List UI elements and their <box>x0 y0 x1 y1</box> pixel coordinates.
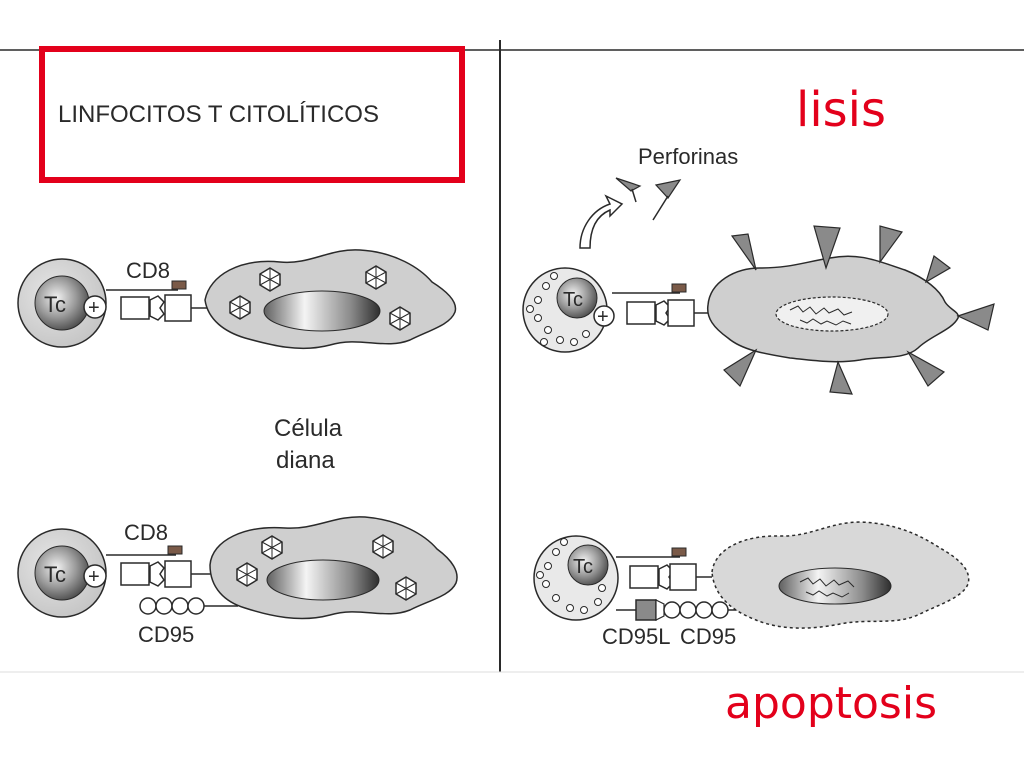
virus-icon <box>229 295 251 320</box>
chromatin-fragments <box>789 305 853 326</box>
virus-icon <box>389 306 411 331</box>
right-top-panel: Perforinas Tc + <box>522 144 995 395</box>
plus-sign: + <box>88 566 100 588</box>
cd95-chain <box>663 601 729 619</box>
cd95-chain <box>139 597 205 615</box>
perforin-icon <box>879 225 904 264</box>
cd95l-cap <box>655 599 665 621</box>
cd95l-ligand <box>635 599 657 621</box>
cd95-label: CD95 <box>138 622 194 647</box>
target-cell-label-line1: Célula <box>274 415 343 442</box>
mhc-box <box>669 563 697 591</box>
granules <box>526 272 590 346</box>
plus-sign-icon <box>593 305 615 327</box>
target-nucleus-top <box>263 290 381 332</box>
perforin-icon <box>813 225 841 270</box>
cd8-receptor <box>671 283 687 293</box>
virus-icon <box>259 267 281 292</box>
lisis-label: lisis <box>796 82 886 138</box>
perforin-icon <box>924 255 952 284</box>
mhc-box <box>164 294 192 322</box>
membrane-pores <box>723 225 995 395</box>
perforinas-label: Perforinas <box>638 144 738 169</box>
left-top-panel: Tc + CD8 <box>17 249 457 350</box>
virus-icon <box>261 535 283 560</box>
target-nucleus-bottom <box>266 559 380 601</box>
perforin-icon <box>723 348 758 388</box>
virus-icon <box>365 265 387 290</box>
cd8-label: CD8 <box>126 258 170 283</box>
plus-sign: + <box>597 306 609 328</box>
tc-nucleus <box>567 544 609 586</box>
right-bottom-panel: Tc + CD95L CD95 <box>533 521 970 649</box>
left-bottom-panel: Tc + CD8 CD95 <box>17 516 458 647</box>
virus-icon <box>236 562 258 587</box>
perforin-icon <box>730 233 757 271</box>
tc-label: Tc <box>563 289 583 311</box>
tc-nucleus <box>556 277 598 319</box>
virus-particles <box>236 534 417 601</box>
mhc-peptide <box>149 295 165 321</box>
tcr-box <box>120 296 150 320</box>
cd8-receptor <box>167 545 183 555</box>
cd95l-label: CD95L <box>602 624 670 649</box>
target-cell-label-line2: diana <box>276 447 335 474</box>
virus-particles <box>229 265 411 331</box>
tcr-box <box>626 301 656 325</box>
apoptosis-label: apoptosis <box>725 678 937 729</box>
perforin-icon <box>654 179 682 199</box>
tc-label: Tc <box>44 562 66 587</box>
cd95-label: CD95 <box>680 624 736 649</box>
release-arrow-icon <box>579 194 624 249</box>
cd8-label: CD8 <box>124 520 168 545</box>
diagram-title: LINFOCITOS T CITOLÍTICOS <box>58 101 379 128</box>
tcr-box <box>629 565 659 589</box>
plus-sign: + <box>88 297 100 319</box>
virus-icon <box>395 576 417 601</box>
chromatin-fragments <box>799 577 855 598</box>
cd8-receptor <box>671 547 687 557</box>
released-perforins <box>615 177 682 221</box>
tc-label: Tc <box>573 556 593 578</box>
tc-label: Tc <box>44 292 66 317</box>
perforin-icon <box>906 350 946 387</box>
cd8-receptor <box>171 280 187 290</box>
mhc-box <box>667 299 695 327</box>
virus-icon <box>372 534 394 559</box>
title-box <box>39 46 465 183</box>
granules <box>536 538 606 614</box>
tcr-box <box>120 562 150 586</box>
plus-sign-icon <box>83 564 107 588</box>
target-nucleus-condensed <box>778 567 892 605</box>
mhc-peptide <box>149 561 165 587</box>
perforin-icon <box>615 177 642 192</box>
target-nucleus-fragmented <box>775 296 889 332</box>
perforin-icon <box>829 360 853 395</box>
mhc-box <box>164 560 192 588</box>
plus-sign-icon <box>83 295 107 319</box>
perforin-icon <box>956 303 995 331</box>
